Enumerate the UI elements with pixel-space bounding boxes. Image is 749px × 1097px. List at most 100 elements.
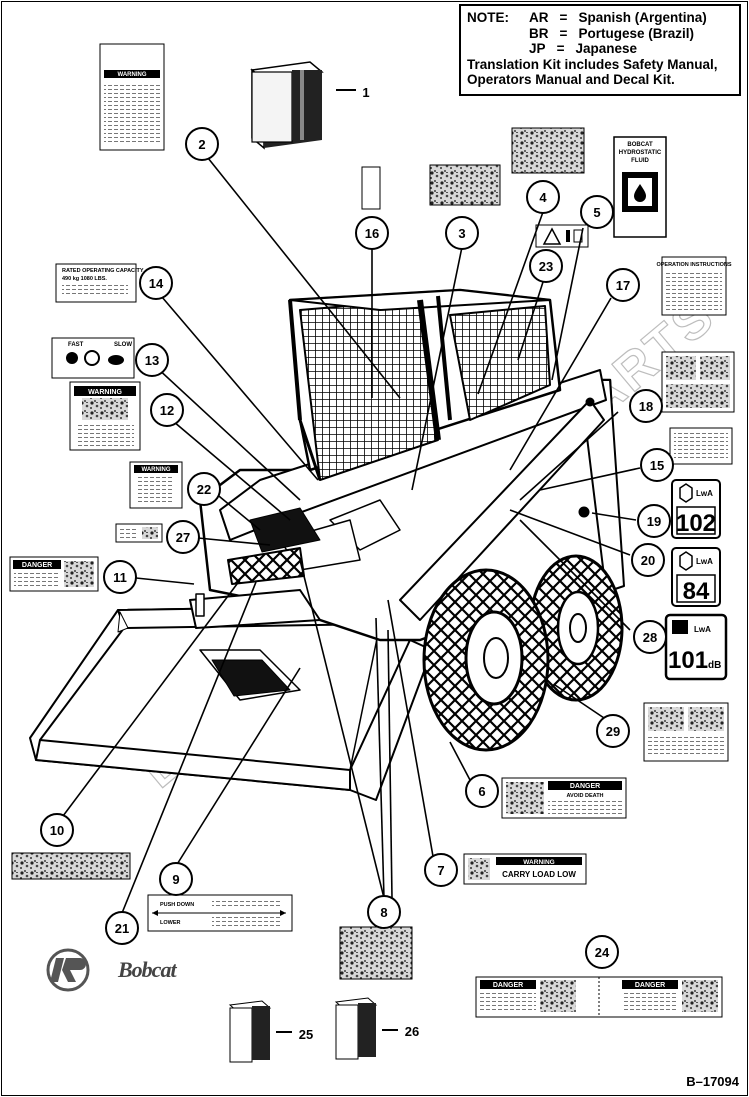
noise-decal-102: LwA 102 bbox=[671, 479, 721, 539]
svg-text:13: 13 bbox=[145, 353, 159, 368]
manual-box-1 bbox=[250, 61, 356, 150]
svg-text:18: 18 bbox=[639, 399, 653, 414]
svg-text:28: 28 bbox=[643, 630, 657, 645]
callout-21: 21 bbox=[105, 911, 139, 945]
carry-load-low-decal: WARNING CARRY LOAD LOW bbox=[463, 853, 587, 885]
note-code: BR bbox=[529, 25, 549, 41]
svg-text:19: 19 bbox=[647, 514, 661, 529]
danger-decal-left: DANGER bbox=[9, 556, 99, 592]
callout-14: 14 bbox=[139, 266, 173, 300]
warning-decal-large: WARNING bbox=[69, 381, 141, 451]
callout-5: 5 bbox=[580, 195, 614, 229]
warning-text: WARNING bbox=[118, 72, 147, 78]
svg-text:WARNING: WARNING bbox=[523, 859, 554, 866]
svg-text:DANGER: DANGER bbox=[22, 562, 52, 569]
manual-box-25 bbox=[228, 1000, 292, 1063]
callout-3: 3 bbox=[445, 216, 479, 250]
svg-text:490 kg 1080 LBS.: 490 kg 1080 LBS. bbox=[62, 276, 107, 282]
callout-24: 24 bbox=[585, 935, 619, 969]
callout-label: 26 bbox=[405, 1024, 419, 1039]
callout-2: 2 bbox=[185, 127, 219, 161]
svg-text:HYDROSTATIC: HYDROSTATIC bbox=[619, 150, 662, 156]
bobcat-logo-text: Bobcat bbox=[118, 957, 177, 982]
svg-text:AVOID DEATH: AVOID DEATH bbox=[566, 793, 603, 799]
callout-9: 9 bbox=[159, 862, 193, 896]
callout-label: 1 bbox=[362, 85, 369, 100]
drawing-number: B–17094 bbox=[686, 1074, 739, 1089]
noise-decal-101: LwA 101 dB bbox=[664, 613, 728, 681]
danger-decal-pair-24: DANGER DANGER bbox=[475, 976, 723, 1018]
note-language: Japanese bbox=[575, 41, 638, 56]
svg-text:DANGER: DANGER bbox=[570, 783, 600, 790]
svg-text:29: 29 bbox=[606, 724, 620, 739]
callout-29: 29 bbox=[596, 714, 630, 748]
callout-8: 8 bbox=[367, 895, 401, 929]
callout-16: 16 bbox=[355, 216, 389, 250]
svg-text:21: 21 bbox=[115, 921, 129, 936]
operation-instructions-decal: OPERATION INSTRUCTIONS bbox=[656, 256, 732, 316]
svg-text:LwA: LwA bbox=[696, 489, 713, 498]
callout-17: 17 bbox=[606, 268, 640, 302]
svg-text:14: 14 bbox=[149, 276, 164, 291]
leader-lines bbox=[59, 157, 641, 919]
noise-decal-84: LwA 84 bbox=[671, 547, 721, 607]
note-label: NOTE: bbox=[467, 10, 509, 25]
callout-27: 27 bbox=[166, 520, 200, 554]
svg-text:11: 11 bbox=[113, 570, 127, 585]
svg-text:WARNING: WARNING bbox=[88, 389, 122, 396]
callout-13: 13 bbox=[135, 343, 169, 377]
callout-22: 22 bbox=[187, 472, 221, 506]
operators-handbook-decal: WARNING bbox=[99, 43, 165, 151]
svg-text:dB: dB bbox=[708, 660, 721, 671]
note-language: Portugese (Brazil) bbox=[578, 25, 695, 41]
svg-text:WARNING: WARNING bbox=[142, 467, 171, 473]
svg-text:6: 6 bbox=[478, 784, 485, 799]
callout-19: 19 bbox=[637, 504, 671, 538]
svg-text:4: 4 bbox=[539, 190, 547, 205]
svg-text:17: 17 bbox=[616, 278, 630, 293]
note-code: JP bbox=[529, 41, 546, 56]
danger-decal-6: DANGER AVOID DEATH bbox=[501, 777, 627, 819]
decal-29 bbox=[643, 702, 729, 762]
svg-text:16: 16 bbox=[365, 226, 379, 241]
fast-slow-decal: FAST SLOW bbox=[51, 337, 135, 379]
callout-28: 28 bbox=[633, 620, 667, 654]
note-code: AR bbox=[529, 10, 549, 25]
note-language: Spanish (Argentina) bbox=[578, 10, 707, 25]
svg-text:OPERATION INSTRUCTIONS: OPERATION INSTRUCTIONS bbox=[656, 262, 731, 268]
callout-label: 25 bbox=[299, 1027, 313, 1042]
svg-text:LwA: LwA bbox=[694, 625, 711, 634]
svg-text:RATED OPERATING CAPACITY: RATED OPERATING CAPACITY bbox=[62, 268, 144, 274]
svg-text:FAST: FAST bbox=[68, 342, 84, 348]
small-strip-decal bbox=[115, 523, 163, 543]
svg-text:22: 22 bbox=[197, 482, 211, 497]
push-down-decal: PUSH DOWN LOWER bbox=[147, 894, 293, 932]
speckled-decal bbox=[339, 926, 413, 980]
callout-12: 12 bbox=[150, 393, 184, 427]
callout-15: 15 bbox=[640, 448, 674, 482]
blank-decal bbox=[361, 166, 381, 210]
callout-10: 10 bbox=[40, 813, 74, 847]
warning-decal-5 bbox=[535, 224, 589, 248]
svg-text:8: 8 bbox=[380, 905, 387, 920]
warning-decal-medium: WARNING bbox=[129, 461, 183, 509]
svg-text:23: 23 bbox=[539, 259, 553, 274]
speckled-decal bbox=[511, 127, 585, 174]
note-line: Operators Manual and Decal Kit. bbox=[467, 72, 675, 87]
hydrostatic-fluid-decal: BOBCAT HYDROSTATIC FLUID bbox=[613, 136, 667, 238]
callout-11: 11 bbox=[103, 560, 137, 594]
svg-text:3: 3 bbox=[458, 226, 465, 241]
note-line: Translation Kit includes Safety Manual, bbox=[467, 56, 718, 72]
rated-capacity-decal: RATED OPERATING CAPACITY 490 kg 1080 LBS… bbox=[55, 263, 144, 303]
translation-note: NOTE:AR=Spanish (Argentina) BR=Portugese… bbox=[459, 4, 741, 96]
svg-text:20: 20 bbox=[641, 553, 655, 568]
callout-23: 23 bbox=[529, 249, 563, 283]
svg-text:FLUID: FLUID bbox=[631, 158, 649, 164]
svg-text:PUSH DOWN: PUSH DOWN bbox=[160, 902, 194, 908]
svg-text:7: 7 bbox=[437, 863, 444, 878]
callout-numbers: 1 2 3 4 5 6 7 8 9 10 11 12 13 14 15 16 1… bbox=[40, 85, 674, 1042]
noise-value: 102 bbox=[676, 510, 716, 537]
svg-text:LwA: LwA bbox=[696, 557, 713, 566]
svg-text:9: 9 bbox=[172, 872, 179, 887]
